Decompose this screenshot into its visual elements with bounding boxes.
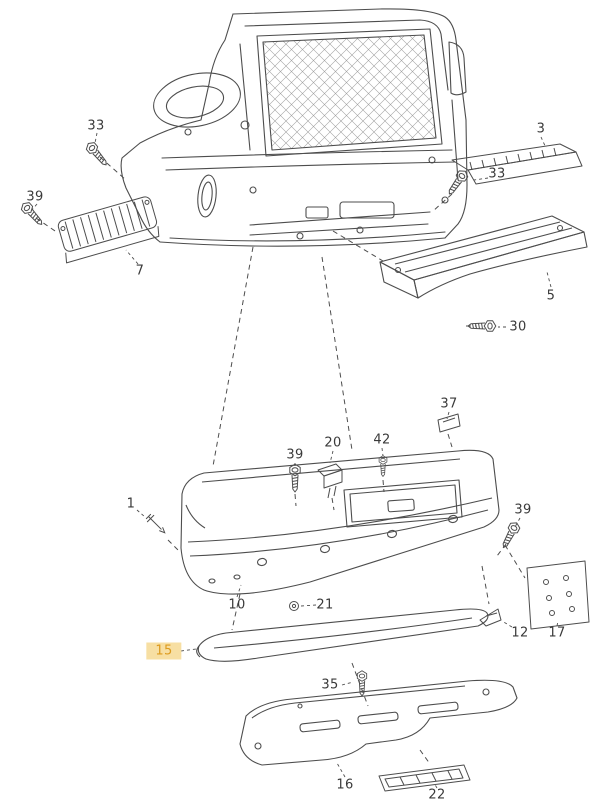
part-3-bracket-drawing[interactable] — [451, 143, 583, 185]
part-callout-3[interactable]: 3 — [536, 121, 546, 137]
part-callout-15[interactable]: 15 — [146, 642, 182, 660]
part-16-spoiler-drawing[interactable] — [239, 679, 518, 766]
part-callout-20[interactable]: 20 — [324, 435, 342, 451]
part-callout-5[interactable]: 5 — [546, 288, 556, 304]
part-callout-16[interactable]: 16 — [336, 777, 354, 793]
part-callout-35[interactable]: 35 — [321, 677, 339, 693]
part-22-reflector-drawing[interactable] — [378, 764, 471, 792]
part-37-clip-drawing[interactable] — [437, 413, 461, 433]
label-leader-lines — [30, 132, 559, 789]
part-21-grommet-drawing[interactable] — [289, 601, 299, 611]
part-5-impact-bar-drawing[interactable] — [379, 215, 588, 299]
part-callout-17[interactable]: 17 — [548, 625, 566, 641]
part-callout-1[interactable]: 1 — [126, 496, 136, 512]
part-10-bumper-cover-drawing[interactable] — [180, 449, 500, 595]
part-callout-42[interactable]: 42 — [373, 432, 391, 448]
part-callout-12[interactable]: 12 — [511, 625, 529, 641]
part-callout-7[interactable]: 7 — [135, 263, 145, 279]
part-callout-33[interactable]: 33 — [87, 118, 105, 134]
part-17-pad-drawing[interactable] — [526, 560, 590, 630]
part-callout-10[interactable]: 10 — [228, 597, 246, 613]
car-body-drawing — [120, 8, 468, 247]
part-callout-39[interactable]: 39 — [286, 447, 304, 463]
part-callout-39[interactable]: 39 — [514, 502, 532, 518]
assembly-axis-lines — [35, 156, 526, 765]
part-callout-39[interactable]: 39 — [26, 189, 44, 205]
part-callout-33[interactable]: 33 — [488, 166, 506, 182]
part-12-plug-drawing[interactable] — [479, 608, 502, 627]
part-callout-37[interactable]: 37 — [440, 396, 458, 412]
part-20-clip-drawing[interactable] — [317, 463, 343, 499]
part-7-bracket-drawing[interactable] — [55, 195, 161, 264]
part-callout-30[interactable]: 30 — [509, 319, 527, 335]
part-callout-22[interactable]: 22 — [428, 787, 446, 803]
part-callout-21[interactable]: 21 — [316, 597, 334, 613]
part-15-lower-strip-drawing[interactable] — [196, 608, 489, 662]
